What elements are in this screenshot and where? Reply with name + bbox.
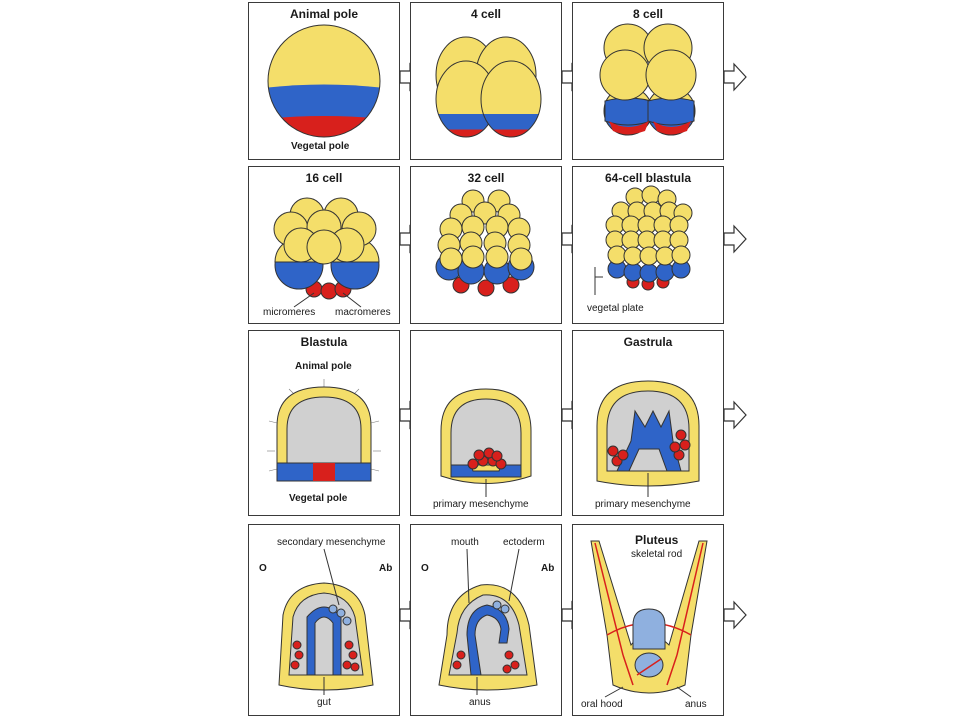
panel-title: Gastrula	[623, 335, 673, 349]
pluteus-drawing	[590, 540, 708, 698]
panel-32-cell: 32 cell	[410, 166, 562, 324]
secondary-mesenchyme-drawing	[278, 548, 374, 695]
micromeres-label: micromeres	[263, 307, 316, 318]
pluteus-title: Pluteus	[635, 533, 679, 547]
mouth-label: mouth	[451, 537, 479, 548]
animal-pole-label: Animal pole	[295, 361, 352, 372]
panel-blastula: Blastula Animal pole Vegetal pole	[248, 330, 400, 516]
primary-mesenchyme-label: primary mesenchyme	[433, 499, 529, 510]
thirty-two-cell-drawing	[435, 189, 535, 297]
panel-4-cell: 4 cell	[410, 2, 562, 160]
mouth-forming-drawing	[438, 548, 538, 695]
panel-title: Animal pole	[289, 7, 358, 21]
panel-title: 8 cell	[632, 7, 664, 21]
gut-label: gut	[317, 697, 331, 708]
mesenchyme-ingression-drawing	[440, 388, 532, 497]
panel-8-cell: 8 cell	[572, 2, 724, 160]
panel-title: 4 cell	[470, 7, 502, 21]
vegetal-pole-label: Vegetal pole	[291, 141, 350, 152]
primary-mesenchyme-label: primary mesenchyme	[595, 499, 691, 510]
panel-64-cell-blastula: 64-cell blastula vegetal plate	[572, 166, 724, 324]
panel-pluteus: Pluteus skeletal rod oral hood anus	[572, 524, 724, 716]
gastrula-drawing	[596, 380, 700, 497]
arrow-right-icon	[723, 224, 747, 254]
sixty-four-cell-drawing	[594, 185, 693, 295]
ectoderm-label: ectoderm	[503, 537, 545, 548]
panel-mouth-forming: mouth ectoderm O Ab anus	[410, 524, 562, 716]
oral-hood-label: oral hood	[581, 699, 623, 710]
arrow-right-icon	[723, 62, 747, 92]
egg-drawing	[267, 24, 381, 138]
secondary-mesenchyme-label: secondary mesenchyme	[277, 537, 386, 548]
panel-animal-pole: Animal pole Vegetal pole	[248, 2, 400, 160]
anus-label: anus	[685, 699, 707, 710]
arrow-right-icon	[723, 600, 747, 630]
skeletal-rod-label: skeletal rod	[631, 549, 683, 560]
sixteen-cell-drawing	[273, 197, 380, 308]
panel-title: 16 cell	[305, 171, 343, 185]
oral-letter: O	[259, 563, 267, 574]
panel-primary-mesenchyme: primary mesenchyme	[410, 330, 562, 516]
vegetal-pole-label: Vegetal pole	[289, 493, 348, 504]
panel-title: Blastula	[300, 335, 348, 349]
eight-cell-drawing	[599, 23, 697, 136]
anus-label: anus	[469, 697, 491, 708]
four-cell-drawing	[435, 36, 542, 138]
panel-secondary-mesenchyme: secondary mesenchyme O Ab gut	[248, 524, 400, 716]
panel-title: 32 cell	[467, 171, 505, 185]
aboral-letter: Ab	[379, 563, 393, 574]
panel-gastrula: Gastrula primary mesenchyme	[572, 330, 724, 516]
arrow-right-icon	[723, 400, 747, 430]
panel-title: 64-cell blastula	[604, 171, 692, 185]
oral-letter: O	[421, 563, 429, 574]
blastula-drawing	[267, 379, 381, 482]
panel-16-cell: 16 cell micromeres macromeres	[248, 166, 400, 324]
aboral-letter: Ab	[541, 563, 555, 574]
macromeres-label: macromeres	[335, 307, 391, 318]
vegetal-plate-label: vegetal plate	[587, 303, 644, 314]
